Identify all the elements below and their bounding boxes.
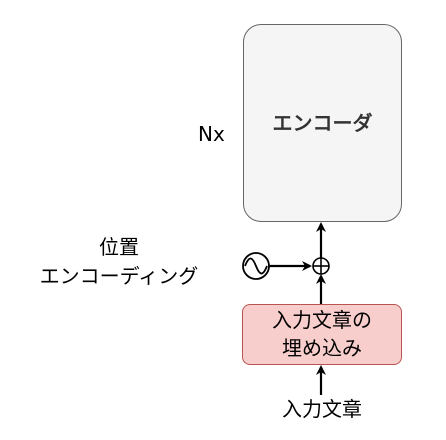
embedding-label-line2: 埋め込み [282, 336, 362, 360]
embedding-block [242, 304, 402, 365]
positional-encoding-label-line1: 位置 [99, 235, 139, 259]
embedding-label-line1: 入力文章の [272, 308, 372, 332]
embedding-label: 入力文章の 埋め込み [242, 306, 402, 362]
positional-encoding-label: 位置 エンコーディング [20, 233, 218, 291]
encoder-block [243, 24, 402, 222]
encoder-label: エンコーダ [272, 111, 373, 135]
encoder-repeat-label: Nx [198, 122, 225, 146]
positional-encoding-label-line2: エンコーディング [39, 264, 199, 288]
input-text-label: 入力文章 [282, 397, 362, 421]
sine-wave-icon [242, 252, 270, 280]
circled-plus-icon [312, 257, 330, 275]
